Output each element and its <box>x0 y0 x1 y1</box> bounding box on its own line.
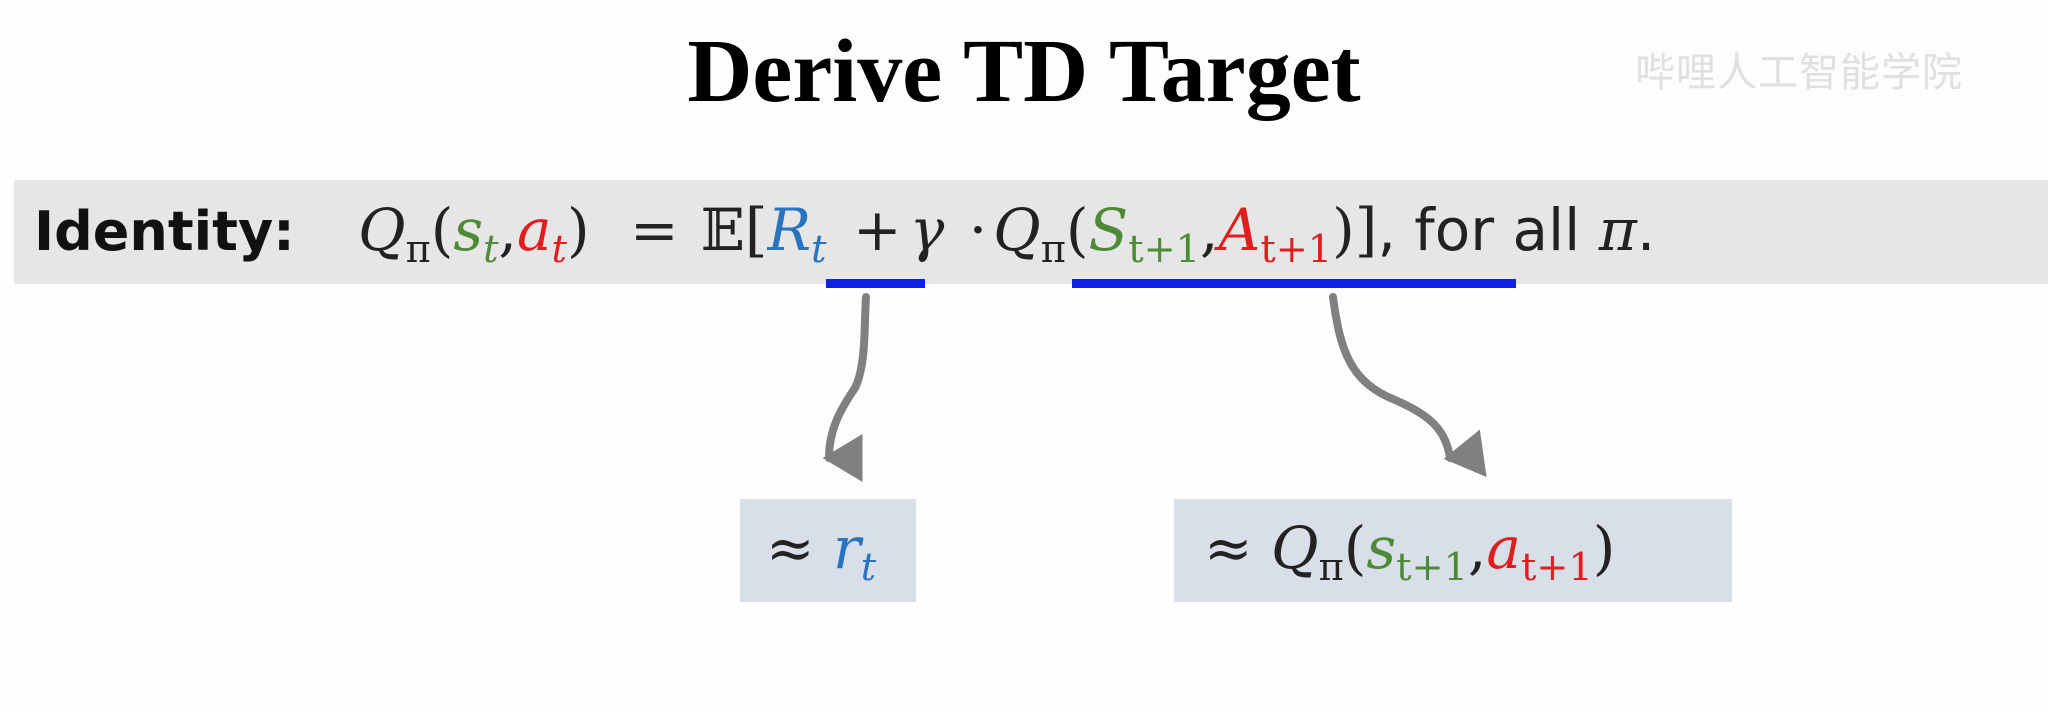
state-s-sub: t <box>483 227 499 273</box>
comma: , <box>498 196 517 264</box>
q-approx-action: a <box>1486 514 1521 582</box>
dot-operator: · <box>968 196 988 264</box>
q-approx-box <box>1174 499 1732 602</box>
q-approx-state: s <box>1366 514 1397 582</box>
q-approx-comma: , <box>1467 514 1487 582</box>
arrow-left <box>822 293 870 483</box>
plus-sign: + <box>852 196 902 264</box>
pi-subscript-next: π <box>1040 227 1066 273</box>
q-approx-state-sub: t+1 <box>1396 545 1468 591</box>
reward-underline <box>826 279 925 288</box>
identity-band <box>14 180 2048 284</box>
reward-approx-text: ≈ rt <box>766 514 876 590</box>
watermark: 哔哩人工智能学院 <box>1635 50 1963 96</box>
period: . <box>1636 196 1656 264</box>
q-approx-pi: π <box>1318 545 1344 591</box>
equals-sign: = <box>630 196 679 264</box>
state-s: s <box>453 196 484 264</box>
q-approx-paren-close: ) <box>1592 514 1616 582</box>
reward-r-sub: t <box>860 545 877 591</box>
arrow-right <box>1329 293 1487 477</box>
q-approx-text: ≈ Qπ(st+1,at+1) <box>1204 514 1616 590</box>
identity-equation: Qπ(st,at) =𝔼[Rt +γ ·Qπ(St+1,At+1)], for … <box>358 196 1656 272</box>
pi-final: π <box>1598 196 1637 264</box>
future-q-underline <box>1072 279 1516 288</box>
paren-open-next: ( <box>1065 196 1089 264</box>
state-S-next: S <box>1088 196 1129 264</box>
reward-R-sub: t <box>811 227 827 273</box>
approx-sign-left: ≈ <box>766 514 815 582</box>
action-a-sub: t <box>551 227 567 273</box>
paren-open: ( <box>430 196 454 264</box>
action-A-next: A <box>1218 196 1261 264</box>
paren-close: ) <box>566 196 590 264</box>
reward-R: R <box>767 196 812 264</box>
slide-title: Derive TD Target <box>687 22 1361 121</box>
q-approx-symbol: Q <box>1271 514 1319 582</box>
identity-label: Identity: <box>34 200 295 263</box>
bracket-close: ] <box>1354 196 1378 264</box>
state-S-next-sub: t+1 <box>1128 227 1201 273</box>
action-A-next-sub: t+1 <box>1260 227 1333 273</box>
paren-close-next: ) <box>1332 196 1355 264</box>
reward-r: r <box>833 514 861 582</box>
expectation-symbol: 𝔼 <box>700 196 745 264</box>
comma-next: , <box>1200 196 1219 264</box>
gamma-symbol: γ <box>909 196 945 264</box>
action-a: a <box>516 196 552 264</box>
q-symbol: Q <box>358 196 406 264</box>
q-next-symbol: Q <box>993 196 1041 264</box>
approx-sign-right: ≈ <box>1204 514 1253 582</box>
bracket-open: [ <box>744 196 768 264</box>
for-all-text: , for all <box>1377 196 1599 264</box>
q-approx-paren-open: ( <box>1343 514 1367 582</box>
q-approx-action-sub: t+1 <box>1521 545 1593 591</box>
pi-subscript: π <box>405 227 431 273</box>
reward-approx-box <box>740 499 916 602</box>
